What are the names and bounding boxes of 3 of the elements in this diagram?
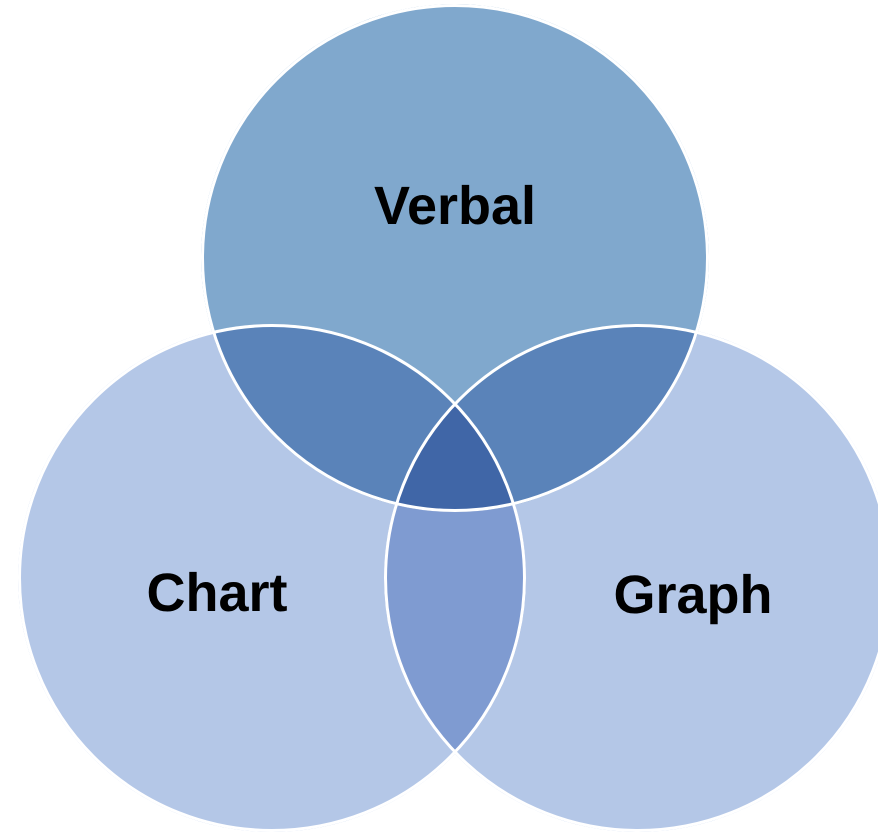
- circle-label: Verbal: [374, 175, 536, 237]
- circle-label: Graph: [613, 564, 773, 626]
- circle-label: Chart: [146, 562, 288, 624]
